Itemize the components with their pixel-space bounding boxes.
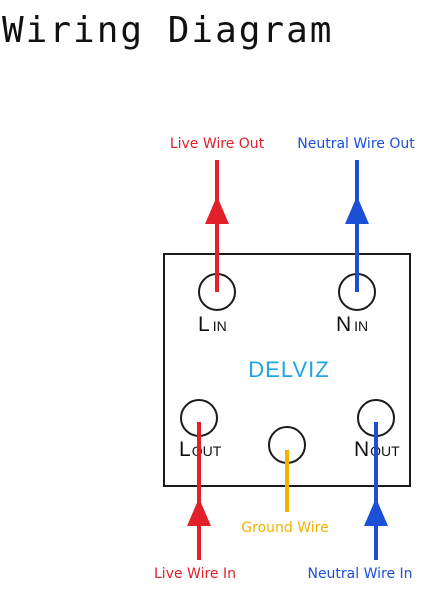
device-brand-label: DELVIZ <box>248 357 329 382</box>
neutral-wire-out-label: Neutral Wire Out <box>297 136 415 152</box>
live-wire-in <box>187 422 211 560</box>
live-wire-in-label: Live Wire In <box>154 566 236 582</box>
neutral-wire-in-label: Neutral Wire In <box>307 566 412 582</box>
live-wire-in-arrow-icon <box>187 498 211 526</box>
neutral-wire-out <box>345 160 369 292</box>
neutral-wire-in <box>364 422 388 560</box>
live-wire-out <box>205 160 229 292</box>
ground-wire-label: Ground Wire <box>241 520 328 536</box>
neutral-wire-in-arrow-icon <box>364 498 388 526</box>
live-wire-out-label: Live Wire Out <box>170 136 265 152</box>
page-title: Wiring Diagram <box>2 10 334 51</box>
